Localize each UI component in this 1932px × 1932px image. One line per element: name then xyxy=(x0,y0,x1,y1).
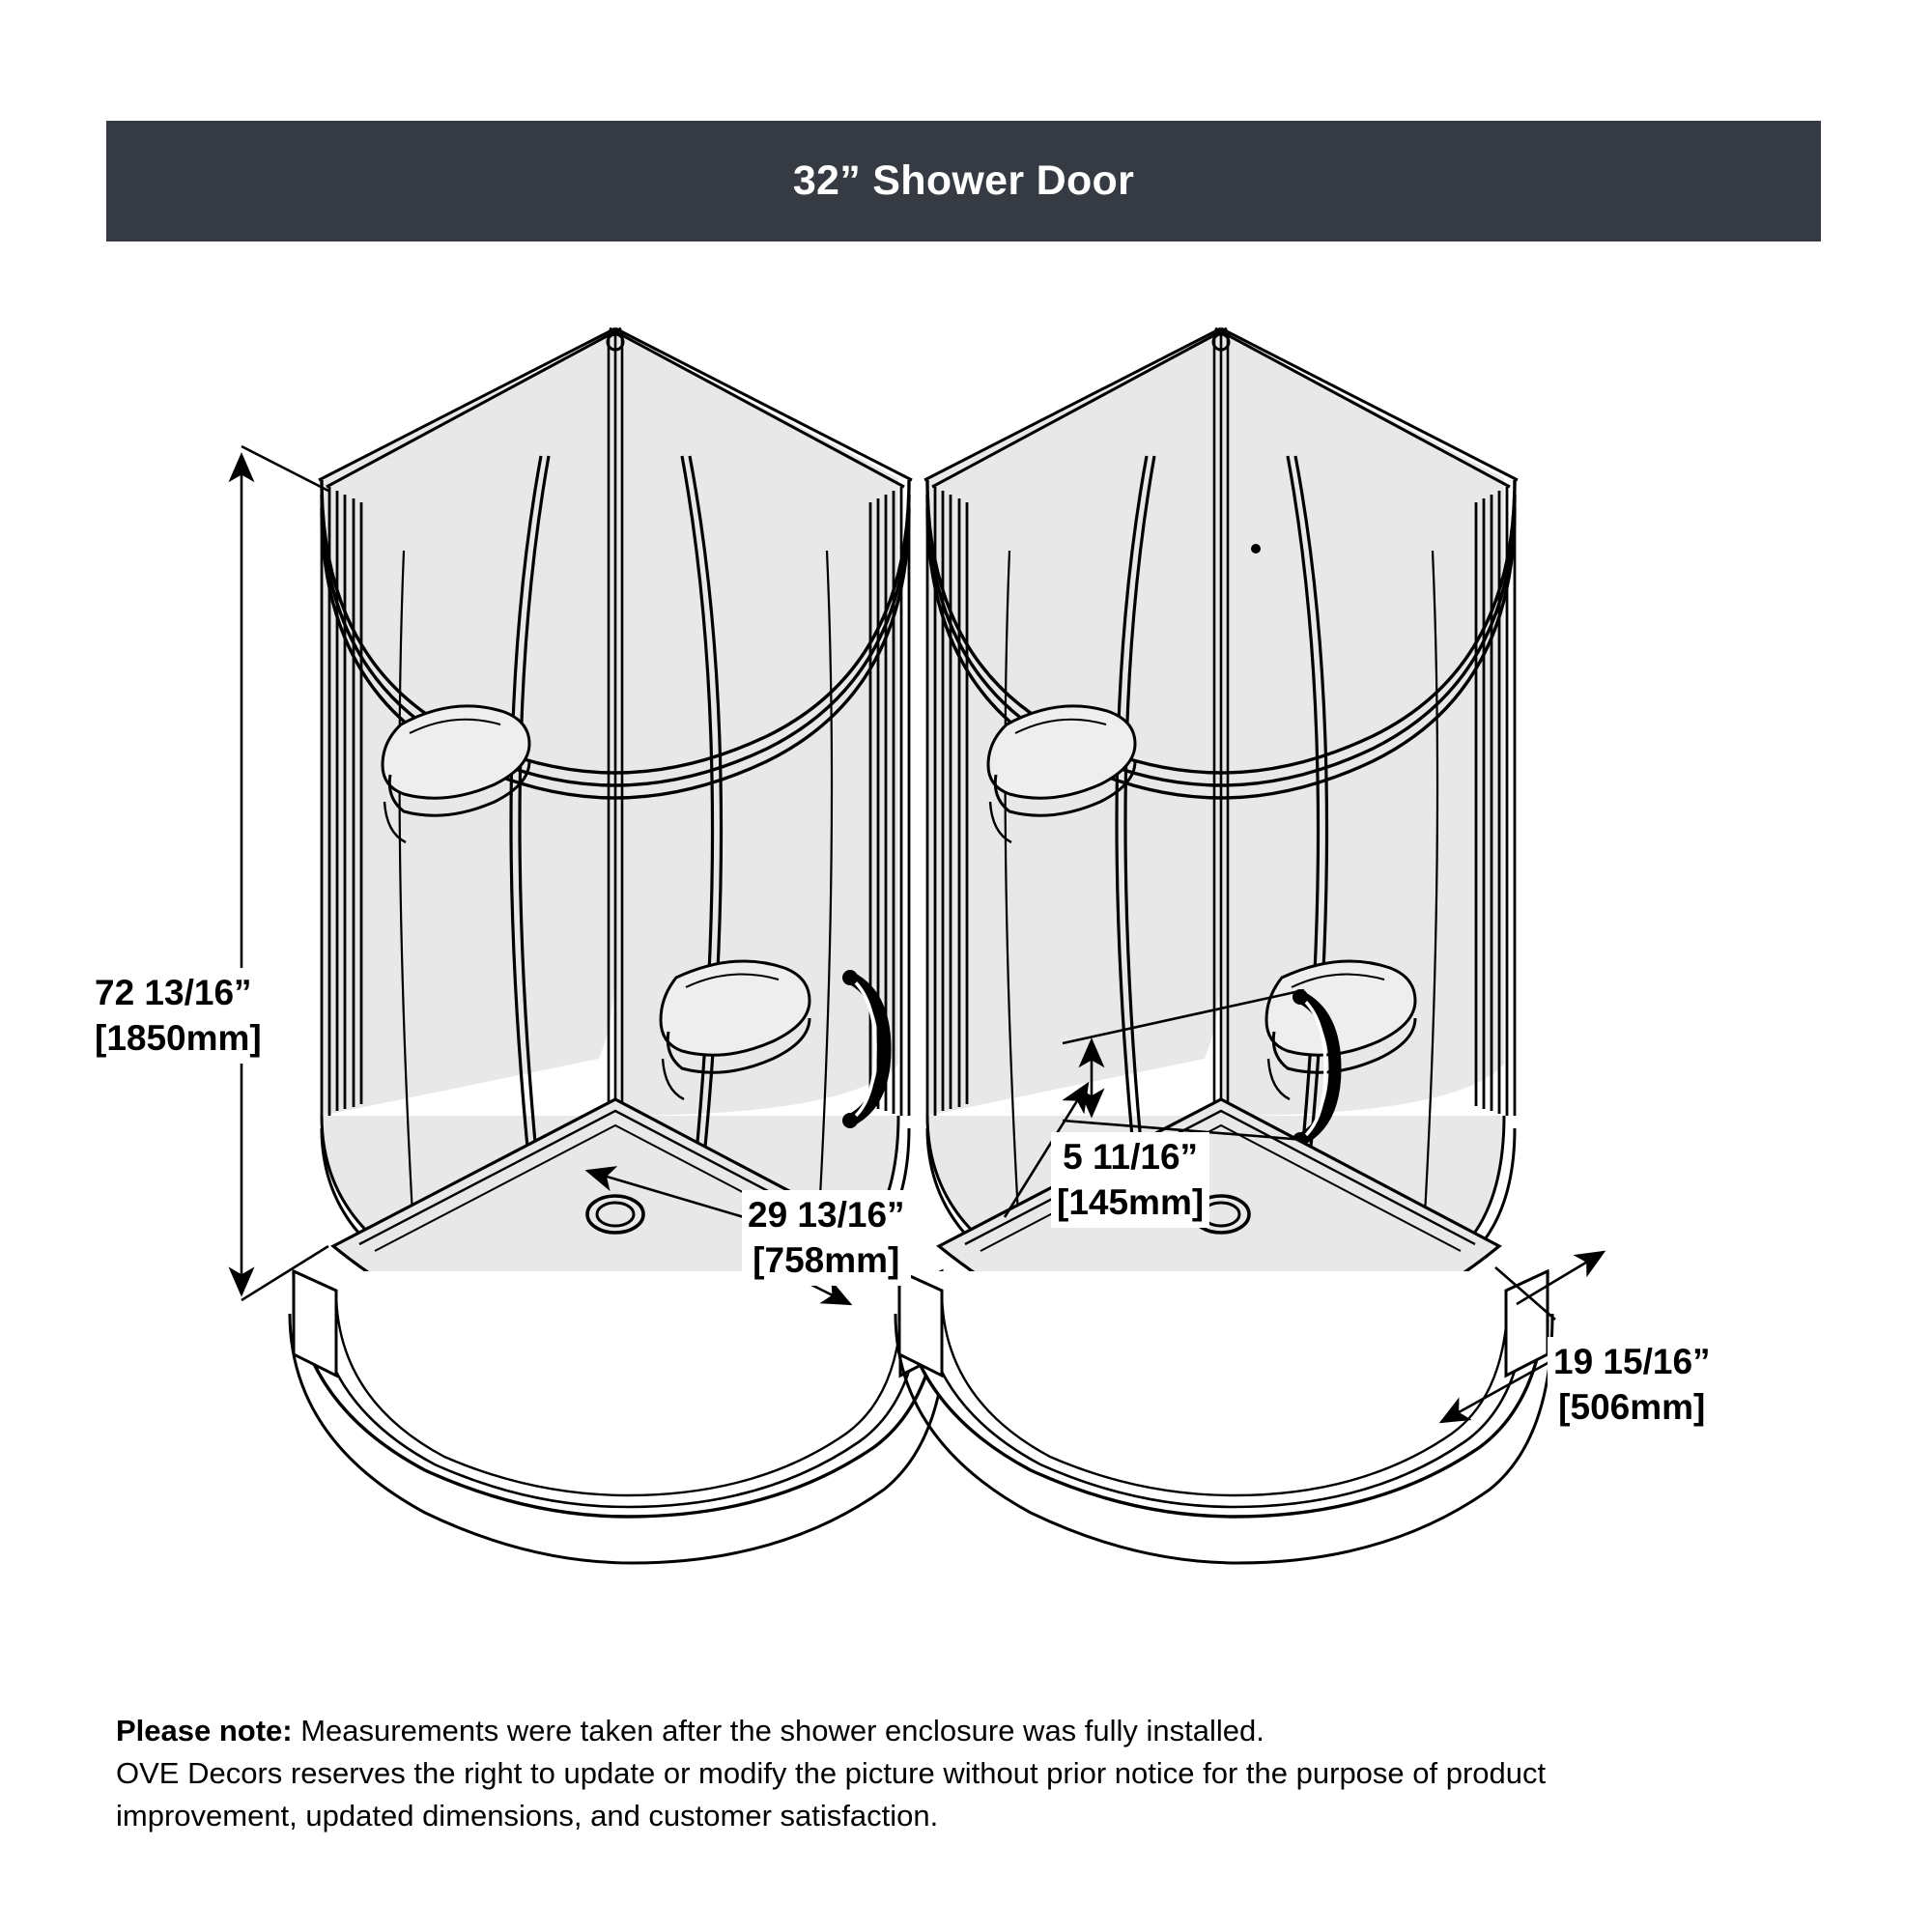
dimension-handle-height xyxy=(1003,988,1305,1218)
dimension-handle-imperial: 5 11/16” xyxy=(1063,1137,1199,1177)
hinge-marker-right xyxy=(1251,544,1261,554)
footer-note-label: Please note: xyxy=(116,1714,293,1747)
left-jamb-right xyxy=(925,480,969,1116)
top-rails-left xyxy=(318,327,913,489)
footer-note-line-1: Please note: Measurements were taken aft… xyxy=(116,1710,1816,1752)
top-rails-right xyxy=(923,327,1519,489)
title-bar: 32” Shower Door xyxy=(106,121,1821,242)
shower-base-right xyxy=(894,1097,1554,1565)
dimension-height-metric: [1850mm] xyxy=(95,1018,262,1059)
dimension-label-handle: 5 11/16” [145mm] xyxy=(1051,1132,1210,1228)
dimension-depth-imperial: 19 15/16” xyxy=(1553,1342,1711,1381)
dimension-height-imperial: 72 13/16” xyxy=(95,973,252,1012)
dimension-label-width: 29 13/16” [758mm] xyxy=(742,1190,911,1286)
technical-drawing xyxy=(0,242,1932,1671)
corner-shelf-lower-right xyxy=(1264,959,1417,1101)
left-jamb-left xyxy=(320,480,363,1116)
glass-edges-right xyxy=(1004,550,1439,1266)
dimension-height xyxy=(228,444,329,1302)
footer-note: Please note: Measurements were taken aft… xyxy=(116,1710,1816,1837)
shower-enclosure-drawing-svg xyxy=(228,327,1606,1565)
footer-note-line-2: OVE Decors reserves the right to update … xyxy=(116,1756,1547,1791)
enclosure-right xyxy=(894,327,1554,1565)
dimension-label-height: 72 13/16” [1850mm] xyxy=(89,968,268,1064)
footer-note-line-3: improvement, updated dimensions, and cus… xyxy=(116,1799,939,1833)
dimension-label-depth: 19 15/16” [506mm] xyxy=(1548,1337,1717,1433)
corner-shelf-lower-left xyxy=(659,959,811,1101)
dimension-width-metric: [758mm] xyxy=(753,1240,900,1281)
right-jamb-right xyxy=(1474,480,1517,1116)
door-seams-left xyxy=(509,455,724,1272)
dimension-depth-metric: [506mm] xyxy=(1558,1387,1706,1428)
enclosure-left xyxy=(288,327,949,1565)
corner-shelf-upper-right xyxy=(986,704,1137,844)
footer-note-text-1: Measurements were taken after the shower… xyxy=(292,1714,1264,1747)
door-handle-left xyxy=(842,970,892,1128)
dimension-width-imperial: 29 13/16” xyxy=(748,1195,905,1235)
door-handle-right xyxy=(1293,989,1342,1148)
dimension-depth xyxy=(1438,1250,1606,1424)
dimension-handle-metric: [145mm] xyxy=(1057,1182,1205,1223)
glass-edges-left xyxy=(398,550,834,1266)
corner-shelf-upper-left xyxy=(381,704,531,844)
shower-base-left xyxy=(288,1097,949,1565)
page-title: 32” Shower Door xyxy=(792,157,1135,204)
